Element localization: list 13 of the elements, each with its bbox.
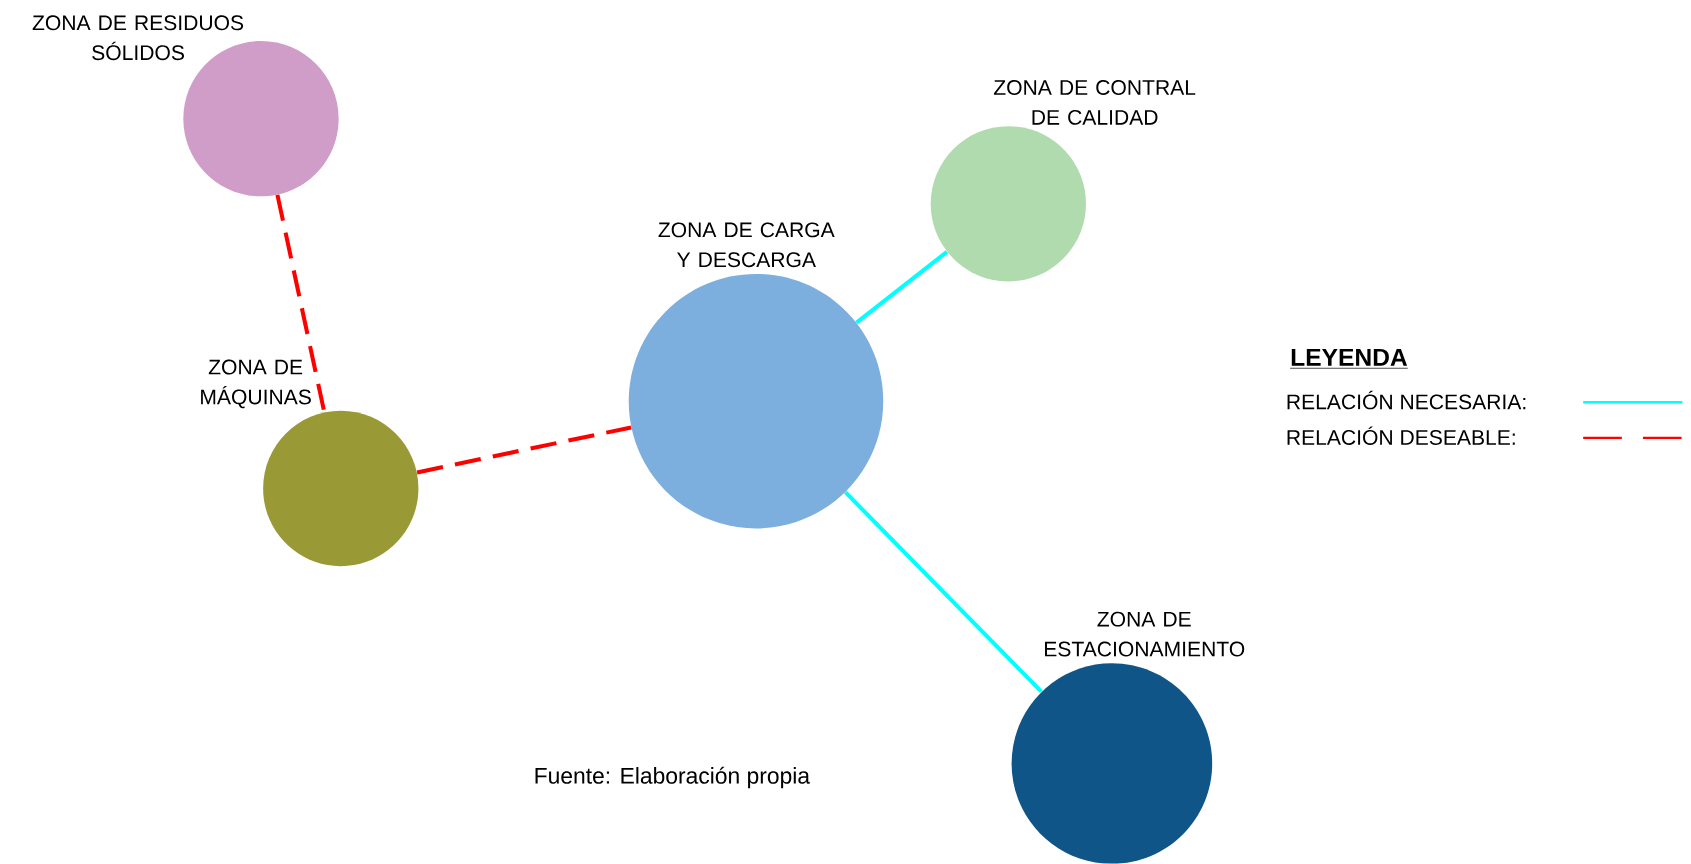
legend-text: RELACIÓN DESEABLE:	[1287, 426, 1515, 446]
legend-title: LEYENDA	[1289, 348, 1409, 369]
connector-line	[275, 194, 327, 413]
connector-line	[416, 425, 632, 475]
zone-label: ZONA DE MÁQUINAS	[201, 359, 311, 409]
connector-line	[855, 250, 949, 325]
legend-text: RELACIÓN NECESARIA:	[1287, 390, 1526, 410]
zone-label: ZONA DE RESIDUOS SÓLIDOS	[32, 15, 244, 61]
zone-label: ZONA DE CARGA Y DESCARGA	[658, 222, 835, 268]
zone-label: ZONA DE ESTACIONAMIENTO	[1045, 611, 1245, 657]
caption: Fuente: Elaboración propia	[535, 766, 811, 789]
zone-label: ZONA DE CONTRAL DE CALIDAD	[993, 80, 1196, 125]
connector-line	[843, 490, 1043, 694]
